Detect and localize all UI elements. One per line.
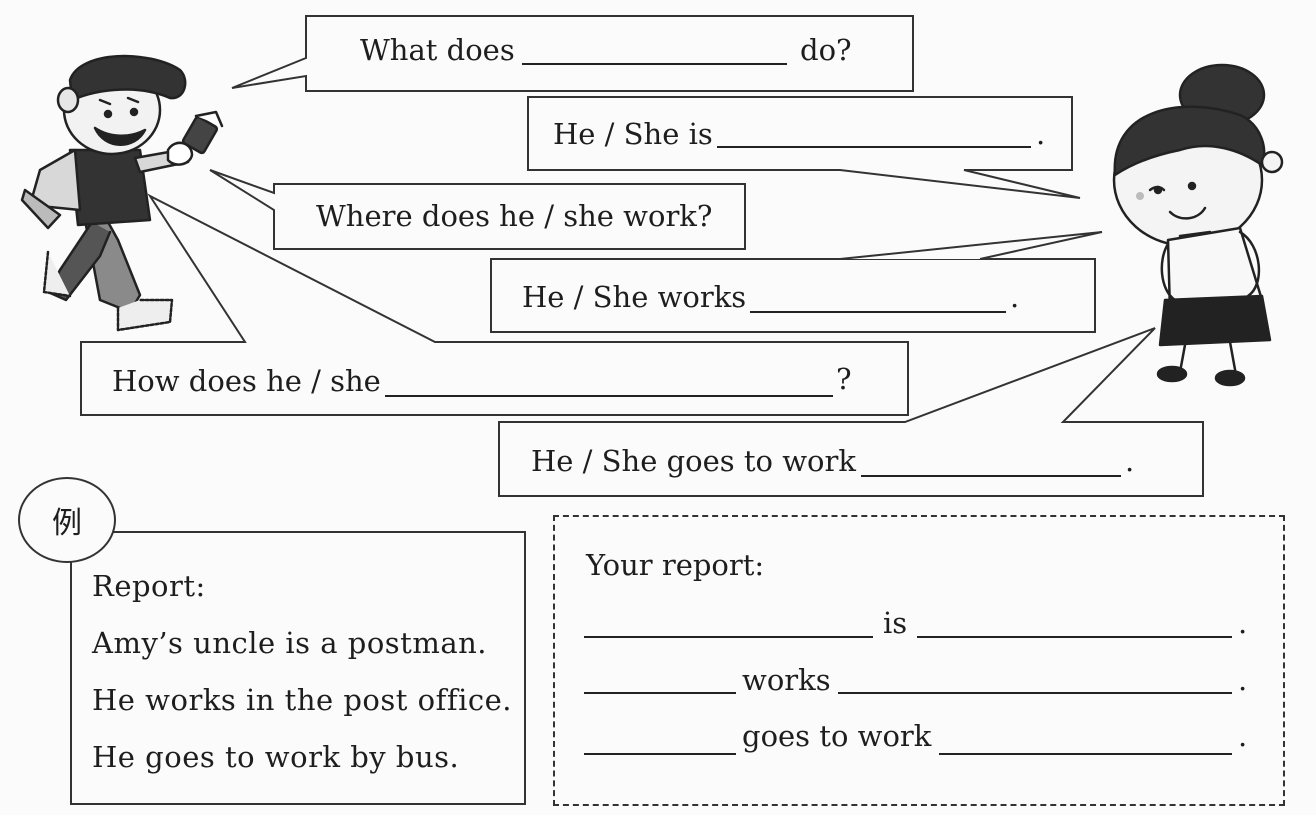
example-line-2: He works in the post office.	[92, 683, 512, 717]
report-word-works: works	[742, 663, 831, 697]
speech-bubble-he-she-works	[490, 231, 1103, 333]
speech-bubble-goes-to-work	[498, 327, 1204, 497]
blank-how-question[interactable]	[385, 395, 833, 397]
bubble-he-she-works-text: He / She works	[522, 280, 747, 314]
report-blank-3b[interactable]	[939, 753, 1232, 755]
example-report-box	[70, 531, 526, 805]
report-blank-2b[interactable]	[838, 692, 1232, 694]
blank-workplace[interactable]	[750, 311, 1006, 313]
example-report-title: Report:	[92, 569, 206, 603]
blank-transport[interactable]	[861, 475, 1121, 477]
boy-character-illustration	[20, 54, 224, 332]
speech-bubble-how-does	[80, 193, 909, 416]
report-word-is: is	[883, 606, 908, 640]
speech-bubble-where-does	[209, 169, 746, 250]
bubble-goes-to-work-end: .	[1125, 444, 1135, 478]
example-line-1: Amy’s uncle is a postman.	[92, 626, 488, 660]
report-blank-1a[interactable]	[584, 636, 873, 638]
girl-character-illustration	[1112, 63, 1284, 387]
your-report-title: Your report:	[586, 548, 765, 582]
bubble-he-she-is-text: He / She is	[553, 117, 713, 151]
bubble-how-does-end: ?	[836, 362, 852, 396]
bubble-where-does-text: Where does he / she work?	[316, 199, 713, 233]
example-line-3: He goes to work by bus.	[92, 740, 460, 774]
bubble-what-does-end: do?	[800, 33, 852, 67]
report-period-2: .	[1238, 663, 1248, 697]
bubble-he-she-is-end: .	[1036, 117, 1046, 151]
blank-occupation-who[interactable]	[522, 63, 787, 65]
report-period-1: .	[1238, 606, 1248, 640]
your-report-box	[553, 515, 1285, 806]
report-blank-3a[interactable]	[584, 753, 736, 755]
report-blank-1b[interactable]	[917, 636, 1232, 638]
bubble-goes-to-work-text: He / She goes to work	[531, 444, 856, 478]
bubble-what-does-text: What does	[360, 33, 515, 67]
report-blank-2a[interactable]	[584, 692, 736, 694]
bubble-he-she-works-end: .	[1010, 280, 1020, 314]
report-period-3: .	[1238, 719, 1248, 753]
blank-occupation[interactable]	[717, 146, 1031, 148]
example-badge: 例	[18, 477, 116, 563]
speech-bubble-what-does	[231, 15, 914, 92]
report-word-goes-to-work: goes to work	[742, 719, 932, 753]
bubble-how-does-text: How does he / she	[112, 364, 381, 398]
